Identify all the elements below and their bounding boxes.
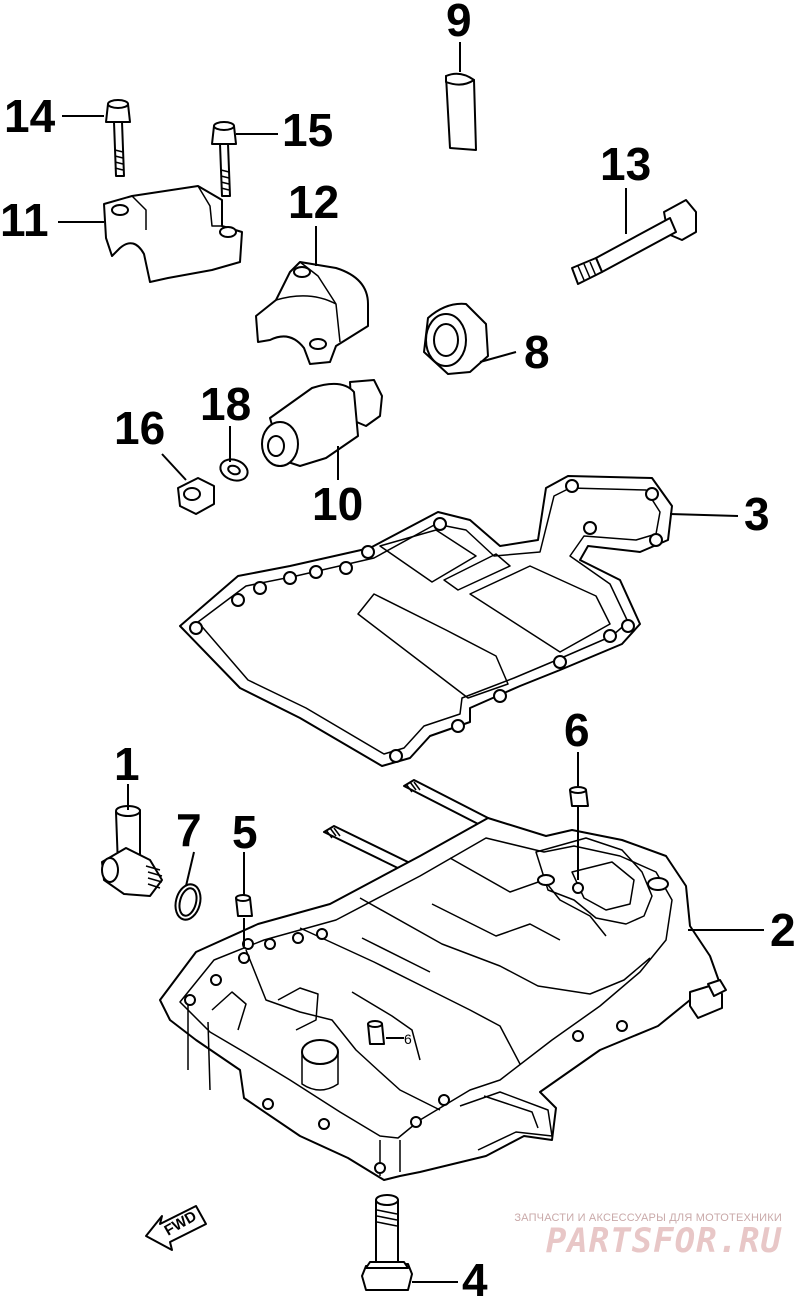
leader-lines bbox=[58, 42, 764, 1283]
callout-6-inline: 6 bbox=[404, 1031, 412, 1047]
part-9-rubber-pad bbox=[445, 72, 477, 151]
callout-2: 2 bbox=[770, 904, 796, 956]
part-8-collar bbox=[423, 302, 489, 375]
callout-3: 3 bbox=[744, 488, 770, 540]
callout-8: 8 bbox=[524, 326, 550, 378]
part-3-gasket bbox=[179, 475, 673, 767]
part-7-o-ring bbox=[174, 883, 202, 921]
callout-10: 10 bbox=[312, 478, 363, 530]
part-13-long-bolt bbox=[571, 199, 697, 285]
callout-13: 13 bbox=[600, 138, 651, 190]
part-15-bolt bbox=[211, 121, 237, 197]
part-4-bolt bbox=[361, 1194, 413, 1291]
forward-direction-marker: FWD bbox=[145, 1205, 207, 1251]
callout-14: 14 bbox=[4, 90, 56, 142]
callout-5: 5 bbox=[232, 806, 258, 858]
callout-16: 16 bbox=[114, 402, 165, 454]
callout-11: 11 bbox=[0, 194, 49, 246]
callout-15: 15 bbox=[282, 104, 333, 156]
part-11-mount-bracket bbox=[103, 185, 243, 283]
part-6-dowel bbox=[569, 786, 589, 807]
part-12-bracket bbox=[255, 261, 369, 365]
callout-9: 9 bbox=[446, 0, 472, 46]
callout-12: 12 bbox=[288, 176, 339, 228]
watermark: ЗАПЧАСТИ И АКСЕССУАРЫ ДЛЯ МОТОТЕХНИКИ PA… bbox=[514, 1212, 782, 1258]
part-1-fitting bbox=[101, 805, 163, 897]
callout-4: 4 bbox=[462, 1254, 488, 1304]
callout-1: 1 bbox=[114, 738, 140, 790]
part-16-nut bbox=[177, 477, 215, 515]
callout-18: 18 bbox=[200, 378, 251, 430]
part-10-mount-rubber bbox=[261, 379, 383, 467]
part-14-bolt bbox=[105, 99, 131, 177]
watermark-logo: PARTSFOR.RU bbox=[545, 1221, 782, 1261]
callout-6: 6 bbox=[564, 704, 590, 756]
part-5-dowel bbox=[235, 894, 253, 917]
watermark-caption: ЗАПЧАСТИ И АКСЕССУАРЫ ДЛЯ МОТОТЕХНИКИ bbox=[514, 1212, 782, 1224]
part-2-exhaust-guide bbox=[159, 779, 727, 1181]
callout-7: 7 bbox=[176, 804, 202, 856]
part-18-washer bbox=[219, 458, 249, 482]
